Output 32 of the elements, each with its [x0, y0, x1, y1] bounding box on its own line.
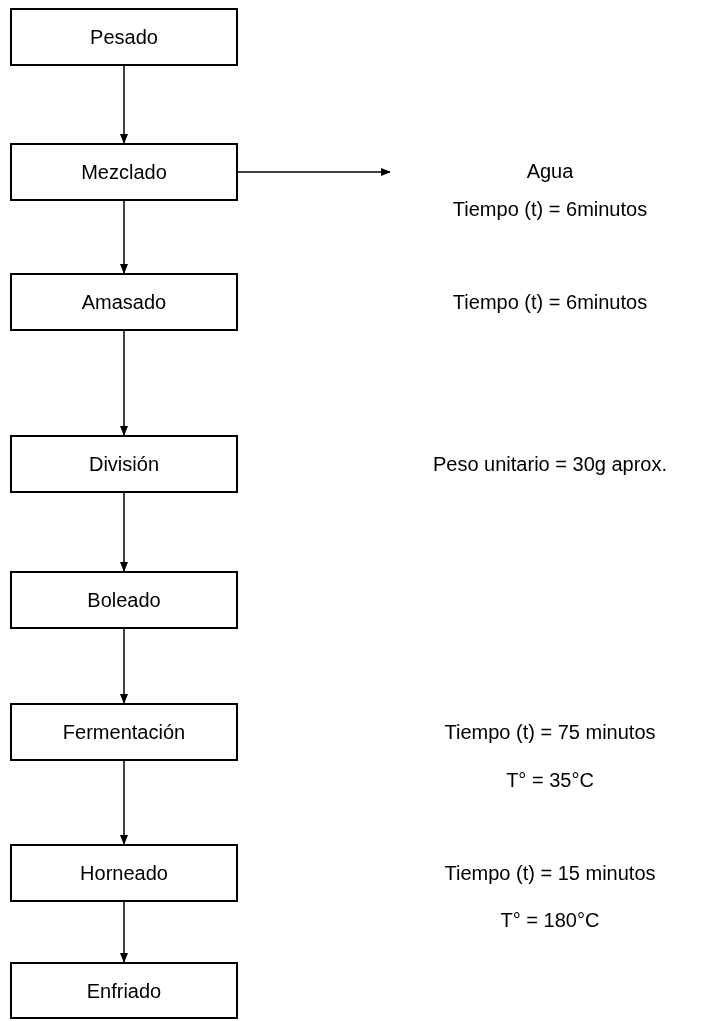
step-label: Boleado: [87, 589, 161, 611]
process-box: [10, 962, 238, 1019]
process-box: [10, 8, 238, 66]
process-box: [10, 435, 238, 493]
parameter-note: Peso unitario = 30g aprox.: [433, 453, 667, 475]
process-box: [10, 143, 238, 201]
step-label: Pesado: [90, 26, 158, 48]
arrow: [120, 901, 128, 963]
step-label: Fermentación: [62, 721, 186, 743]
arrow: [120, 628, 128, 704]
step-label: Horneado: [80, 862, 168, 884]
arrow: [120, 492, 128, 572]
parameter-note: Tiempo (t) = 6minutos: [452, 291, 648, 313]
arrow: [120, 330, 128, 436]
parameter-note: Tiempo (t) = 75 minutos: [444, 721, 656, 743]
parameter-note: T° = 180°C: [500, 909, 600, 931]
process-box: [10, 844, 238, 902]
arrow: [237, 168, 391, 176]
input-note: Agua: [526, 160, 574, 182]
step-label: Amasado: [81, 291, 167, 313]
step-label: Mezclado: [81, 161, 167, 183]
parameter-note: T° = 35°C: [506, 769, 594, 791]
arrow: [120, 65, 128, 144]
arrow: [120, 200, 128, 274]
process-box: [10, 571, 238, 629]
parameter-note: Tiempo (t) = 15 minutos: [444, 862, 656, 884]
step-label: Enfriado: [86, 979, 162, 1002]
step-label: División: [89, 453, 159, 475]
process-box: [10, 273, 238, 331]
process-box: [10, 703, 238, 761]
arrow: [120, 760, 128, 845]
input-note: Tiempo (t) = 6minutos: [452, 198, 648, 220]
